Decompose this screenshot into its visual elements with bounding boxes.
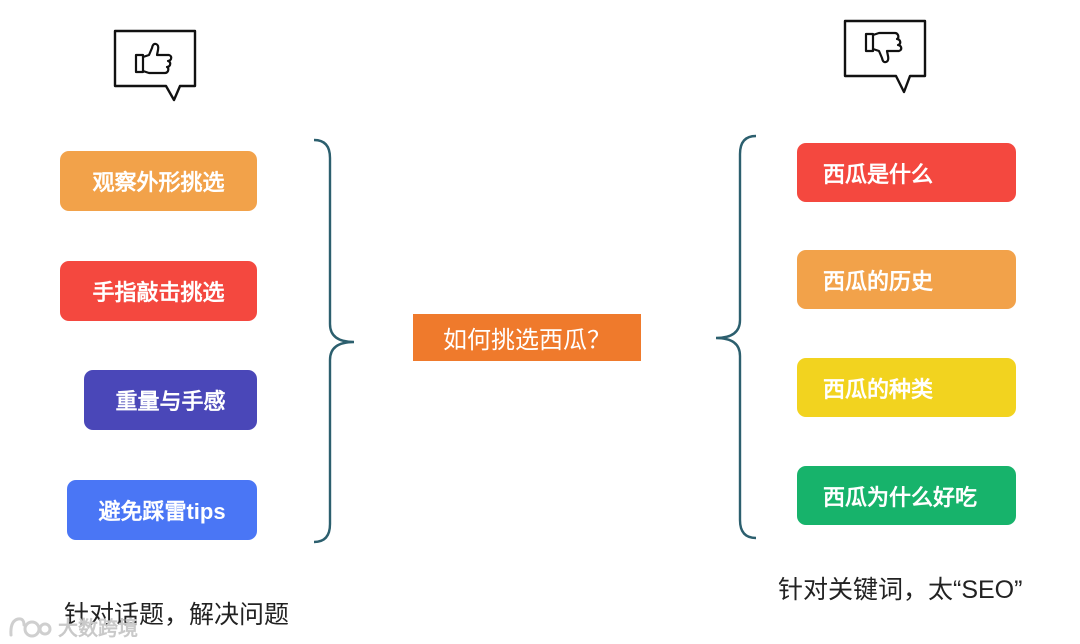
center-topic-box: 如何挑选西瓜？ bbox=[413, 314, 641, 361]
watermark: 大数跨境 bbox=[8, 612, 138, 641]
right-curly-brace bbox=[715, 134, 757, 540]
company-logo-icon bbox=[9, 616, 52, 637]
right-caption: 针对关键词，太“SEO” bbox=[778, 576, 1023, 604]
left-curly-brace bbox=[313, 138, 355, 544]
thumbs-up-speech-bubble-icon bbox=[113, 29, 197, 102]
left-item-avoid-pitfalls: 避免踩雷tips bbox=[67, 480, 257, 540]
right-item-watermelon-history: 西瓜的历史 bbox=[797, 250, 1016, 309]
right-item-what-is-watermelon: 西瓜是什么 bbox=[797, 143, 1016, 202]
right-item-watermelon-types: 西瓜的种类 bbox=[797, 358, 1016, 417]
watermark-text: 大数跨境 bbox=[58, 618, 138, 640]
left-item-weight-feel: 重量与手感 bbox=[84, 370, 257, 430]
left-item-finger-tap: 手指敲击挑选 bbox=[60, 261, 257, 321]
left-item-observe-shape: 观察外形挑选 bbox=[60, 151, 257, 211]
right-item-why-tasty: 西瓜为什么好吃 bbox=[797, 466, 1016, 525]
left-caption: 针对话题，解决问题 bbox=[64, 601, 290, 629]
thumbs-down-speech-bubble-icon bbox=[843, 19, 927, 94]
